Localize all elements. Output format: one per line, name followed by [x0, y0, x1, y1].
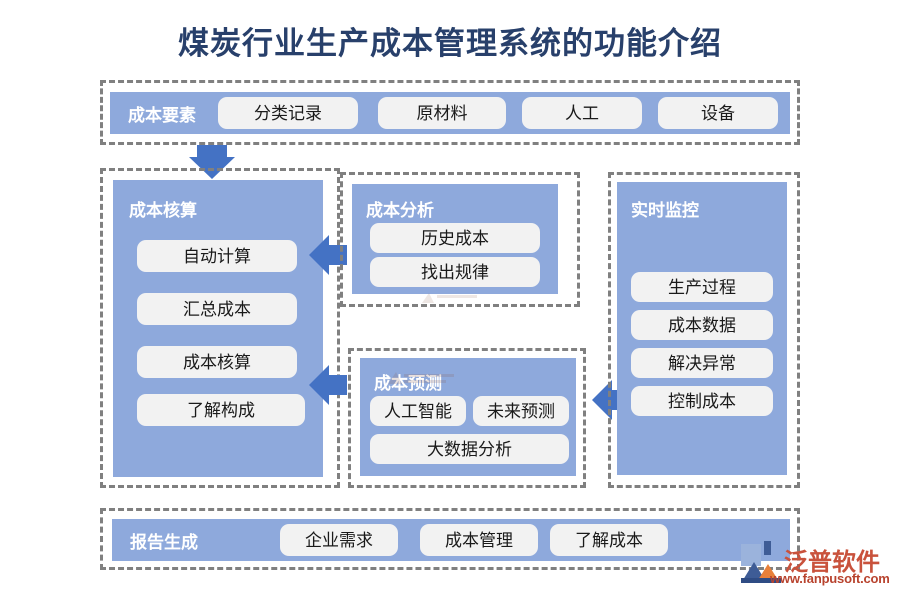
chip-cost-element-0[interactable]: 分类记录 — [218, 97, 358, 129]
chip-report-0[interactable]: 企业需求 — [280, 524, 398, 556]
chip-cost-forecast-0[interactable]: 人工智能 — [370, 396, 466, 426]
watermark-url: www.fanpusoft.com — [770, 571, 890, 586]
report-generation-panel: 报告生成 企业需求 成本管理 了解成本 — [112, 519, 790, 561]
chip-realtime-monitor-3[interactable]: 控制成本 — [631, 386, 773, 416]
chip-cost-accounting-2[interactable]: 成本核算 — [137, 346, 297, 378]
cost-forecast-dashed-frame — [348, 348, 586, 488]
chip-cost-forecast-1[interactable]: 未来预测 — [473, 396, 569, 426]
chip-realtime-monitor-0[interactable]: 生产过程 — [631, 272, 773, 302]
watermark-ghost-analysis — [420, 290, 480, 306]
chip-report-2[interactable]: 了解成本 — [550, 524, 668, 556]
page-title: 煤炭行业生产成本管理系统的功能介绍 — [178, 26, 722, 61]
chip-cost-element-1[interactable]: 原材料 — [378, 97, 506, 129]
chip-cost-element-3[interactable]: 设备 — [658, 97, 778, 129]
watermark: 泛普软件 www.fanpusoft.com — [740, 540, 890, 592]
watermark-ghost-forecast — [386, 368, 456, 388]
chip-cost-analysis-1[interactable]: 找出规律 — [370, 257, 540, 287]
cost-analysis-panel: 成本分析 历史成本 找出规律 — [352, 184, 558, 294]
chip-report-1[interactable]: 成本管理 — [420, 524, 538, 556]
cost-analysis-dashed-frame — [340, 172, 580, 307]
chip-cost-accounting-3[interactable]: 了解构成 — [137, 394, 305, 426]
chip-cost-element-2[interactable]: 人工 — [522, 97, 642, 129]
chip-cost-forecast-2[interactable]: 大数据分析 — [370, 434, 569, 464]
cost-accounting-title: 成本核算 — [129, 201, 197, 220]
report-generation-dashed-frame — [100, 508, 800, 570]
watermark-brand: 泛普软件 — [784, 549, 880, 576]
cost-forecast-panel: 成本预测 人工智能 未来预测 大数据分析 — [360, 358, 576, 476]
fanpu-logo-icon — [740, 540, 786, 586]
cost-elements-panel: 成本要素 分类记录 原材料 人工 设备 — [110, 92, 790, 134]
realtime-monitor-panel: 实时监控 生产过程 成本数据 解决异常 控制成本 — [617, 182, 787, 475]
cost-analysis-title: 成本分析 — [366, 201, 434, 220]
realtime-monitor-title: 实时监控 — [631, 201, 699, 220]
cost-elements-dashed-frame — [100, 80, 800, 145]
chip-realtime-monitor-1[interactable]: 成本数据 — [631, 310, 773, 340]
fanpu-logo-ghost2-icon — [422, 293, 477, 303]
chip-realtime-monitor-2[interactable]: 解决异常 — [631, 348, 773, 378]
cost-accounting-dashed-frame — [100, 168, 340, 488]
cost-accounting-panel: 成本核算 自动计算 汇总成本 成本核算 了解构成 — [113, 180, 323, 477]
fanpu-logo-ghost-icon — [388, 372, 454, 384]
chip-cost-analysis-0[interactable]: 历史成本 — [370, 223, 540, 253]
realtime-monitor-dashed-frame — [608, 172, 800, 488]
chip-cost-accounting-1[interactable]: 汇总成本 — [137, 293, 297, 325]
chip-cost-accounting-0[interactable]: 自动计算 — [137, 240, 297, 272]
report-generation-title: 报告生成 — [130, 532, 198, 552]
cost-elements-title: 成本要素 — [128, 105, 196, 125]
cost-forecast-title: 成本预测 — [374, 374, 442, 393]
